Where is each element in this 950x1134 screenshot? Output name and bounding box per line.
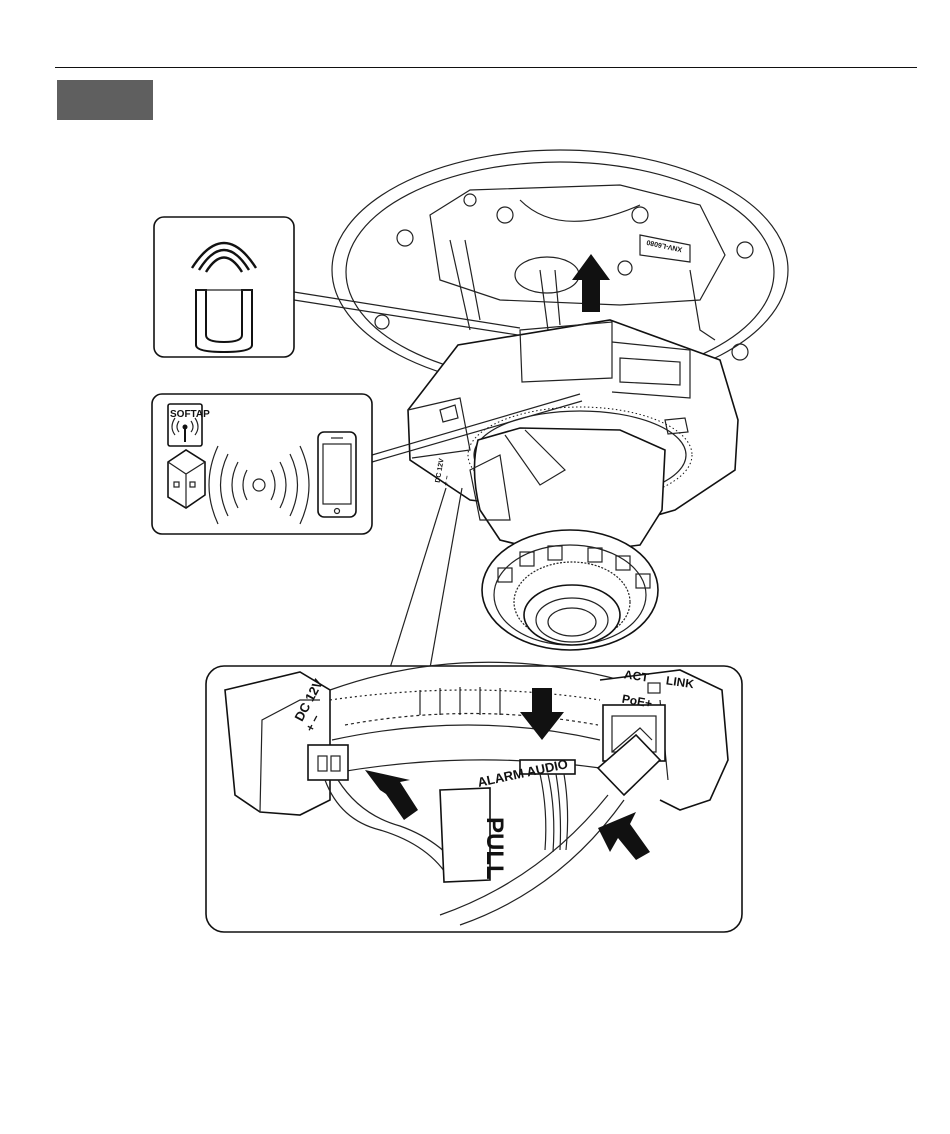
- magnet-panel: [154, 217, 294, 357]
- softap-badge-label: SOFTAP: [170, 409, 210, 420]
- smartphone-icon: [318, 432, 356, 517]
- pull-label: PULL: [481, 817, 508, 880]
- detail-panel: PULL DC 12V + − ALARM AUDIO ACT LINK PoE…: [206, 662, 742, 932]
- camera-body: DC 12V + −: [408, 320, 738, 650]
- usb-dongle-icon: [168, 450, 205, 508]
- softap-panel: SOFTAP: [152, 394, 372, 534]
